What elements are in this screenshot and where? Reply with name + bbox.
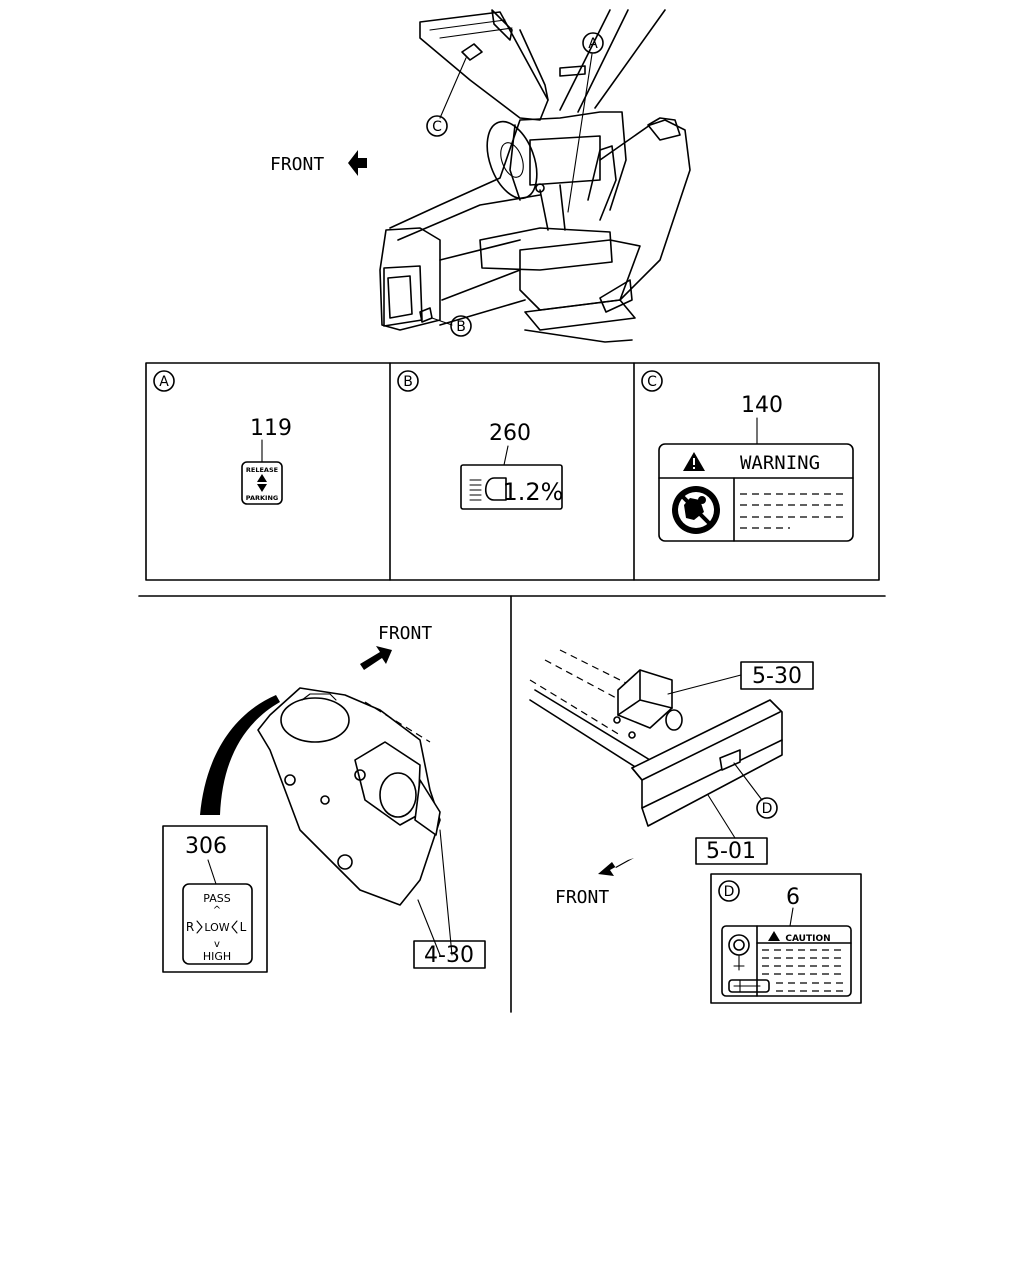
caret-down-icon: v — [214, 939, 220, 950]
switch-label-part-number: 306 — [185, 834, 227, 859]
callout-d: D — [733, 762, 778, 819]
callout-d-letter: D — [762, 801, 773, 817]
front-label-switch: FRONT — [378, 623, 432, 644]
headlamp-level-value: 1.2% — [503, 478, 564, 506]
warning-triangle-icon — [683, 452, 705, 471]
caution-pictogram-icon — [728, 934, 770, 993]
caret-up-icon: ^ — [213, 905, 221, 916]
ref-5-30: 5-30 — [667, 661, 814, 695]
detail-d: D 6 CAUTION — [710, 873, 862, 1004]
pass-label: PASS — [203, 892, 230, 905]
ref-4-30: 4-30 — [413, 829, 486, 969]
turn-signal-icon — [196, 920, 238, 934]
release-parking-label-bottom: PARKING — [246, 494, 278, 502]
panel-c-part-number: 140 — [741, 393, 783, 418]
callout-a-letter: A — [588, 36, 598, 52]
label-panels — [145, 362, 880, 581]
callout-c: C — [426, 115, 448, 137]
cab-interior-illustration — [379, 9, 691, 343]
callout-b-letter: B — [456, 319, 466, 335]
panel-b-part-number: 260 — [489, 421, 531, 446]
high-label: HIGH — [203, 950, 231, 963]
panel-c: C 140 WARNING — [641, 370, 854, 542]
panel-a: A 119 RELEASE PARKING — [153, 370, 292, 505]
headlamp-icon — [469, 477, 507, 501]
switch-label-detail: 306 PASS ^ R LOW L v HIGH — [162, 825, 268, 973]
front-arrow-icon-switch — [360, 646, 392, 670]
low-label: LOW — [204, 921, 229, 934]
panel-b: B 260 1.2% — [397, 370, 564, 510]
ref-5-01-text: 5-01 — [706, 839, 756, 864]
warning-title: WARNING — [740, 452, 820, 474]
combination-switch-illustration — [257, 687, 441, 906]
curved-arrow-icon — [200, 695, 280, 815]
caution-title: CAUTION — [785, 934, 830, 944]
front-arrow-icon-frame — [598, 858, 634, 876]
front-label-frame: FRONT — [555, 887, 609, 908]
callout-b: B — [450, 315, 472, 337]
l-label: L — [240, 920, 247, 934]
panel-a-part-number: 119 — [250, 416, 292, 441]
front-arrow-icon-top — [348, 150, 367, 176]
callout-a: A — [582, 32, 604, 54]
detail-d-letter: D — [724, 884, 735, 900]
ref-4-30-text: 4-30 — [424, 943, 474, 968]
frame-illustration — [529, 649, 783, 827]
caution-triangle-icon — [768, 931, 780, 941]
release-parking-label-top: RELEASE — [246, 466, 278, 474]
no-child-seat-icon — [672, 486, 720, 534]
callout-c-letter: C — [432, 119, 442, 135]
ref-5-30-text: 5-30 — [752, 664, 802, 689]
up-down-arrow-icon — [257, 474, 267, 492]
front-label-top: FRONT — [270, 154, 324, 175]
ref-5-01: 5-01 — [695, 794, 768, 865]
panel-c-letter: C — [647, 374, 657, 390]
panel-b-letter: B — [403, 374, 413, 390]
detail-d-part-number: 6 — [786, 885, 800, 910]
panel-a-letter: A — [159, 374, 169, 390]
r-label: R — [186, 920, 194, 934]
